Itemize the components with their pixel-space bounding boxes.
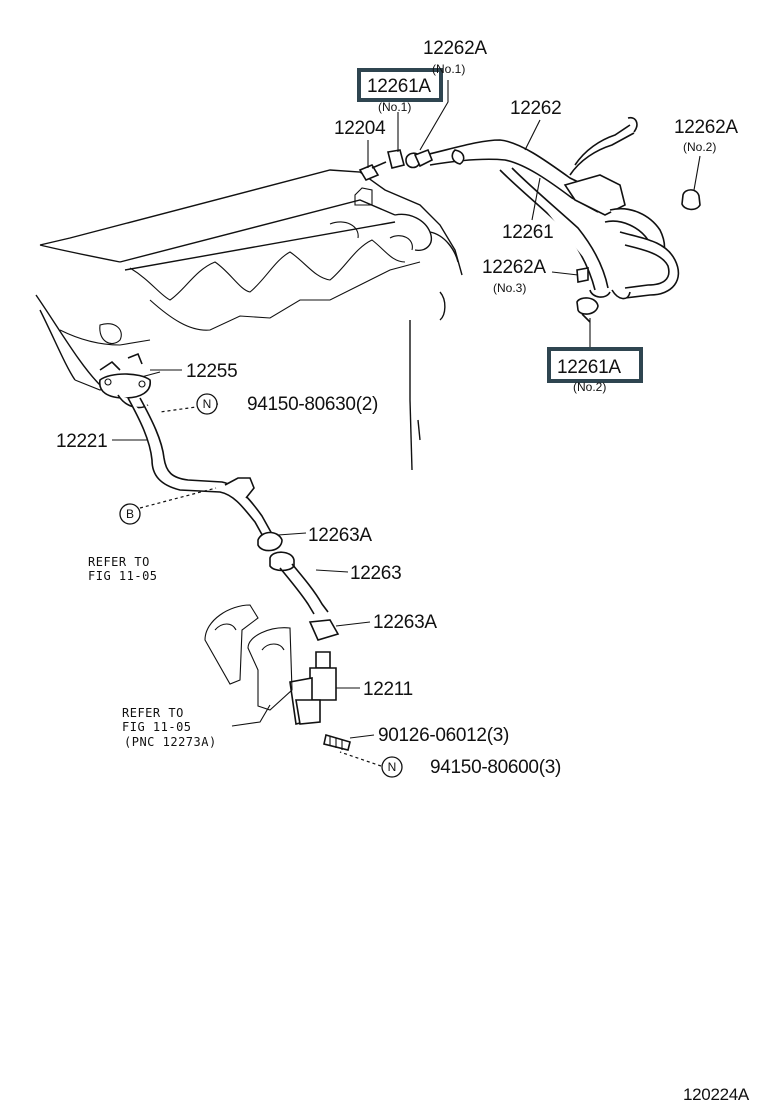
label-12221: 12221 <box>56 431 107 452</box>
refer-note-2-line3: (PNC 12273A) <box>124 735 217 749</box>
label-12261A-no2: 12261A <box>557 357 621 378</box>
label-94150-80630: 94150-80630(2) <box>247 394 378 415</box>
label-12211: 12211 <box>363 679 413 700</box>
marker-n-circle-1 <box>196 393 218 415</box>
label-12262A-no2: 12262A <box>674 117 738 138</box>
marker-n-label-2: N <box>388 760 397 774</box>
label-12261: 12261 <box>502 222 553 243</box>
label-12262A-no1: 12262A <box>423 38 487 59</box>
highlight-box-12261A-no2 <box>547 347 643 383</box>
label-12261A-no2-sub: (No.2) <box>573 380 606 394</box>
marker-n-label-1: N <box>203 397 212 411</box>
lower-pipe-12221 <box>99 352 273 541</box>
refer-note-1-line1: REFER TO <box>88 555 150 569</box>
label-12263: 12263 <box>350 563 401 584</box>
leader-lines <box>112 80 701 767</box>
refer-note-1-line2: FIG 11-05 <box>88 569 158 583</box>
marker-b-label: B <box>126 507 134 521</box>
label-94150-80600: 94150-80600(3) <box>430 757 561 778</box>
label-12255: 12255 <box>186 361 237 382</box>
top-small-parts <box>358 148 701 323</box>
label-12262A-no3-sub: (No.3) <box>493 281 526 295</box>
label-12262A-no3: 12262A <box>482 257 546 278</box>
upper-hoses <box>424 116 680 300</box>
lower-valve-assembly <box>204 531 351 751</box>
label-12262A-no1-sub: (No.1) <box>432 62 465 76</box>
refer-note-2-line2: FIG 11-05 <box>122 720 192 734</box>
highlight-box-12261A-no1 <box>357 68 443 102</box>
label-12261A-no1-sub: (No.1) <box>378 100 411 114</box>
marker-b-circle <box>119 503 141 525</box>
label-12263A-lower: 12263A <box>373 612 437 633</box>
figure-code: 120224A <box>683 1085 750 1104</box>
engine-head-drawing <box>35 169 463 471</box>
label-12261A-no1: 12261A <box>367 76 431 97</box>
label-90126-06012: 90126-06012(3) <box>378 725 509 746</box>
label-12263A-upper: 12263A <box>308 525 372 546</box>
label-12204: 12204 <box>334 118 386 139</box>
refer-note-2-line1: REFER TO <box>122 706 184 720</box>
label-12262A-no2-sub: (No.2) <box>683 140 716 154</box>
label-12262: 12262 <box>510 98 561 119</box>
marker-n-circle-2 <box>381 756 403 778</box>
